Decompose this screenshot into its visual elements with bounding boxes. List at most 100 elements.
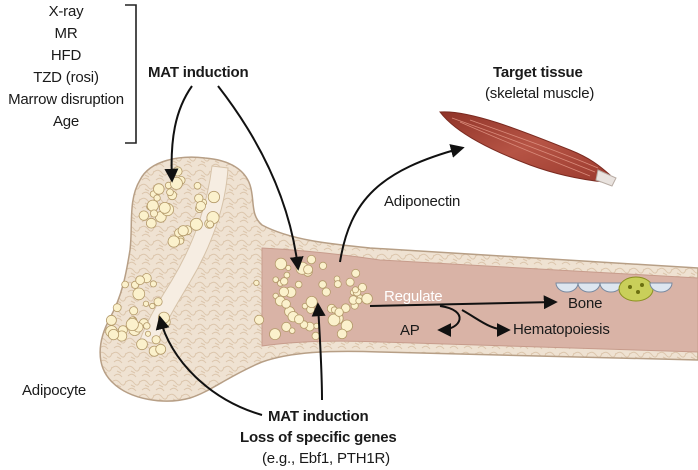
adipocyte-clusters	[105, 166, 373, 357]
adipocyte-cell	[311, 331, 320, 340]
adipocyte-cell	[306, 255, 316, 265]
adipocyte-cell	[274, 257, 287, 270]
adipocyte-cell	[269, 328, 281, 341]
adipocyte-cell	[351, 286, 359, 294]
adipocyte-cell	[206, 220, 215, 229]
adipocyte-cell	[305, 295, 318, 308]
adipocyte-cell	[142, 300, 150, 307]
marrow-cavity	[261, 247, 698, 353]
adipocyte-cell	[136, 338, 148, 351]
adipocyte-cell	[207, 190, 220, 204]
arrow-bottom-to-diaphysis	[311, 302, 326, 401]
hematopoiesis-label: Hematopoiesis	[513, 321, 610, 338]
arrows	[155, 85, 558, 416]
adipocyte-cell	[151, 335, 161, 345]
adipocyte-cell	[281, 299, 291, 309]
adipocyte-cell	[149, 209, 158, 218]
adipocyte-cell	[340, 319, 353, 332]
adipocyte-cell	[153, 194, 161, 202]
target-tissue-title: Target tissue	[493, 64, 583, 81]
cause-item: MR	[54, 25, 78, 42]
osteoblast-cell	[649, 282, 673, 293]
adipocyte-cell	[107, 328, 120, 341]
adipocyte-cell	[289, 327, 296, 334]
regulate-label: Regulate	[384, 288, 443, 305]
adipocyte-cell	[189, 217, 203, 231]
adipocyte-cell	[303, 264, 314, 275]
arrow-bottom-to-epiphysis	[155, 315, 263, 416]
cause-item: HFD	[50, 47, 82, 64]
mat-induction-top-label: MAT induction	[148, 64, 249, 81]
adipocyte-cell	[121, 280, 129, 289]
bone-label: Bone	[568, 295, 603, 312]
adipocyte-cell	[355, 297, 363, 305]
adipocyte-cell	[149, 280, 157, 288]
adipocyte-cell	[135, 275, 145, 286]
adipocyte-cell	[195, 201, 206, 212]
arrow-regulate-to-ap	[437, 305, 461, 337]
adipocyte-label: Adipocyte	[22, 382, 87, 399]
adipocyte-cell	[166, 188, 174, 197]
adipocyte-cell	[143, 322, 151, 330]
adipocyte-cell	[106, 314, 117, 326]
ap-label: AP	[400, 322, 420, 339]
adipocyte-cell	[341, 303, 351, 313]
adipocyte-cell	[146, 199, 159, 212]
adipocyte-cell	[177, 225, 189, 237]
genes-example-label: (e.g., Ebf1, PTH1R)	[262, 450, 390, 467]
adipocyte-cell	[278, 286, 289, 297]
adipocyte-cell	[357, 282, 367, 292]
adipocyte-cell	[129, 306, 139, 316]
adipocyte-cell	[172, 166, 183, 177]
adipocyte-cell	[281, 321, 292, 332]
adipocyte-cell	[158, 201, 171, 214]
adipocyte-cell	[283, 271, 291, 279]
cause-item: Age	[52, 113, 80, 130]
adipocyte-cell	[295, 280, 303, 289]
adipocyte-cell	[321, 287, 331, 297]
adipocyte-cell	[167, 235, 180, 248]
adipocyte-cell	[327, 313, 341, 327]
arrow-regulate-to-hematopoiesis	[461, 309, 511, 337]
skeletal-muscle-icon	[439, 111, 617, 187]
mat-induction-bottom-label: MAT induction	[268, 408, 369, 425]
cause-item: X-ray	[48, 3, 84, 20]
adipocyte-cell	[285, 264, 292, 271]
adipocyte-cell	[254, 314, 265, 325]
target-tissue-subtitle: (skeletal muscle)	[485, 85, 595, 102]
osteoclast-cell	[618, 276, 654, 302]
adipocyte-cell	[272, 276, 279, 283]
adipocyte-cell	[318, 261, 327, 270]
cause-item: TZD (rosi)	[33, 69, 99, 86]
adiponectin-label: Adiponectin	[384, 193, 461, 210]
adipocyte-cell	[125, 317, 139, 331]
adipocyte-cell	[132, 287, 146, 301]
bone-surface-cells	[555, 276, 673, 302]
adipocyte-cell	[138, 210, 149, 221]
bone	[99, 156, 698, 402]
adipocyte-cell	[112, 303, 122, 313]
adipocyte-cell	[280, 277, 289, 286]
arrow-regulate-to-bone	[369, 295, 558, 310]
adipocyte-cell	[149, 302, 156, 310]
adipocyte-cell	[253, 279, 260, 286]
adipocyte-cell	[333, 280, 342, 289]
adipocyte-cell	[361, 293, 373, 305]
adipocyte-cell	[318, 280, 327, 289]
arrow-adiponectin-to-muscle	[339, 144, 465, 263]
adipocyte-cell	[336, 328, 348, 340]
adipocyte-cell	[153, 183, 165, 195]
arrow-mat-induction-to-diaphysis	[217, 85, 304, 271]
adipocyte-cell	[294, 314, 304, 325]
causes-bracket	[125, 4, 137, 144]
adipocyte-cell	[345, 277, 355, 287]
adipocyte-cell	[153, 297, 163, 307]
adipocyte-cell	[144, 330, 151, 337]
adipocyte-cell	[193, 182, 202, 190]
adipocyte-cell	[351, 268, 361, 278]
adipocyte-cell	[334, 307, 344, 317]
arrow-mat-induction-to-epiphysis	[164, 85, 193, 183]
adipocyte-cell	[155, 343, 167, 355]
